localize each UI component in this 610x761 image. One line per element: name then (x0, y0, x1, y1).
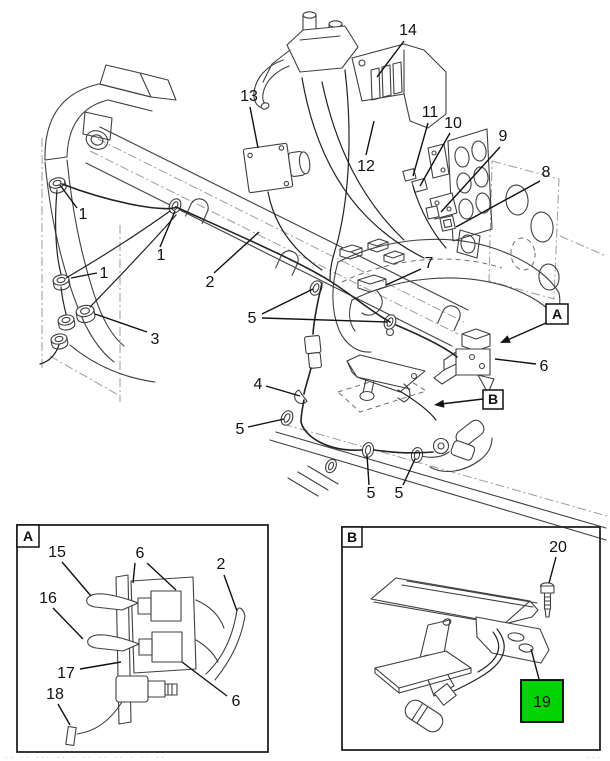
connector-bracket-6 (433, 328, 495, 394)
callout-12: 12 (357, 158, 375, 175)
instrument-panel (447, 128, 560, 291)
inset-a-title: A (23, 528, 33, 544)
inset-b-title: B (347, 529, 357, 545)
callout-10: 10 (444, 115, 462, 132)
callout-2: 2 (206, 274, 215, 291)
callout-1b: 1 (157, 247, 166, 264)
callout-20: 20 (549, 539, 567, 556)
callout-11: 11 (422, 104, 439, 121)
highlight-item-19[interactable]: 19 (520, 679, 564, 723)
callout-2-inset: 2 (217, 556, 226, 573)
inline-connector (304, 335, 322, 369)
harness-clamps (168, 198, 424, 474)
bracket-14 (351, 43, 447, 129)
callout-9: 9 (499, 128, 508, 145)
ref-letter-b: B (488, 391, 498, 407)
callout-18: 18 (46, 686, 64, 703)
ref-box-a: A (545, 303, 569, 325)
module-13 (242, 142, 311, 194)
callout-3: 3 (151, 331, 160, 348)
callout-19[interactable]: 19 (533, 694, 551, 711)
callout-leaders (59, 40, 547, 486)
callout-15: 15 (48, 544, 66, 561)
callout-13: 13 (240, 88, 258, 105)
callout-labels-main: 13 14 12 11 10 9 8 1 1 1 2 3 7 5 4 5 5 5… (79, 22, 551, 502)
clips-10-11 (402, 143, 450, 193)
valve-assembly (253, 11, 359, 110)
harness-wiring (39, 69, 458, 454)
callout-6-inset-bottom: 6 (232, 693, 241, 710)
boot-connector (420, 419, 493, 473)
callout-7: 7 (425, 255, 434, 272)
callout-6-inset-top: 6 (136, 545, 145, 562)
cowl-and-beam (44, 64, 469, 383)
floor-panel (269, 431, 607, 541)
ref-box-b: B (482, 389, 504, 410)
pedal-main (346, 354, 426, 403)
callout-5d: 5 (395, 485, 404, 502)
callout-5a: 5 (248, 310, 257, 327)
inset-a: A 15 6 2 16 17 6 18 (16, 524, 269, 753)
callout-5c: 5 (367, 485, 376, 502)
callout-8: 8 (542, 164, 551, 181)
construction-lines (41, 138, 608, 517)
callout-17: 17 (57, 665, 75, 682)
ref-letter-a: A (552, 306, 562, 322)
callout-14: 14 (399, 22, 417, 39)
callout-1c: 1 (100, 265, 109, 282)
callout-5b: 5 (236, 421, 245, 438)
clips-8-9 (425, 192, 458, 232)
footer-right-marks: ··· (586, 754, 602, 761)
grommets-left (48, 177, 96, 350)
callout-1a: 1 (79, 206, 88, 223)
relay-connectors-7 (339, 238, 405, 316)
callout-4: 4 (254, 376, 263, 393)
callout-16: 16 (39, 590, 57, 607)
footer-left-marks: ·· ·· ··· ·· · ·· ·· ·· · ·· ·· (4, 754, 166, 761)
inset-b: B 20 19 (341, 526, 601, 751)
dash-duct (332, 238, 561, 353)
callout-6: 6 (540, 358, 549, 375)
